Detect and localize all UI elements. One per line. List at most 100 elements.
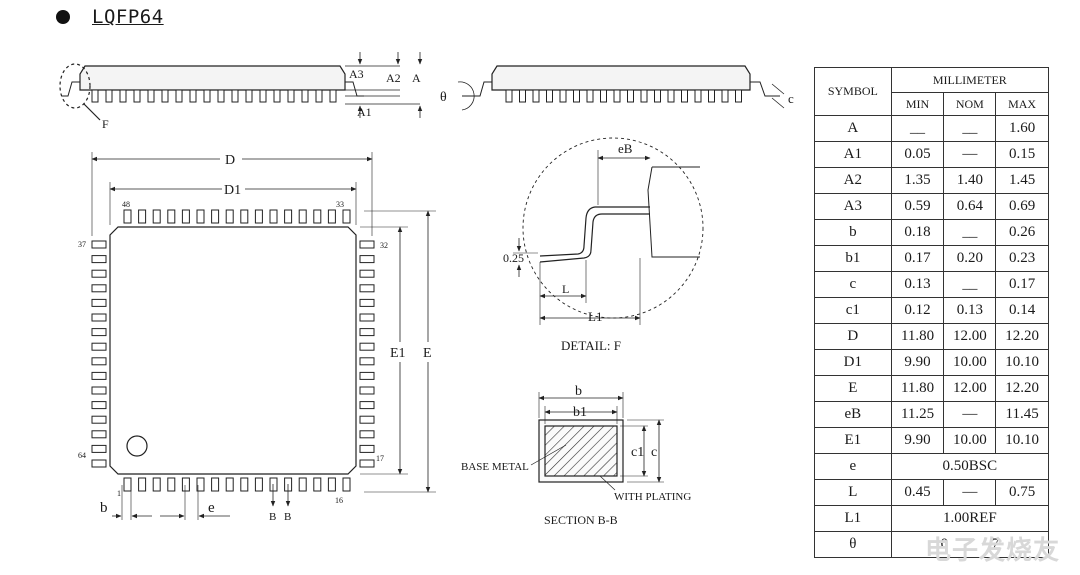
pin-left [91,342,107,351]
symbol-cell: A3 [814,193,892,220]
min-cell: 11.25 [890,401,945,428]
side-lead [119,89,127,103]
pin-left [91,298,107,307]
section-bb-caption: SECTION B-B [544,513,618,527]
nom-cell: — [943,401,997,428]
min-cell: 11.80 [890,323,945,350]
min-header: MIN [890,92,945,116]
pin-top [167,209,176,224]
pin-right [359,240,375,249]
nom-cell: — [943,141,997,168]
label-section-b1: B [269,511,276,523]
pin-right [359,342,375,351]
pin-left [91,415,107,424]
pin-right [359,269,375,278]
max-cell: 10.10 [995,427,1049,454]
pin-bottom [123,477,132,492]
symbol-cell: A [814,115,892,142]
min-cell: 1.35 [890,167,945,194]
pin-right [359,313,375,322]
side-lead [627,89,634,103]
max-cell: 0.23 [995,245,1049,272]
pin-top [269,209,278,224]
side-lead [586,89,594,103]
side-lead [559,89,567,103]
side-lead [133,89,141,103]
label-c1: c1 [631,445,644,460]
pin-left [91,269,107,278]
side-lead [613,89,621,103]
pin-bottom [327,477,336,492]
symbol-cell: e [814,453,892,480]
pin-top [152,209,161,224]
pin-bottom [298,477,307,492]
label-c-side: c [788,91,794,106]
pin-right [359,298,375,307]
gull-wing-lead [345,81,364,97]
side-lead [287,89,295,103]
min-cell: 0.45 [890,479,945,506]
symbol-cell: E [814,375,892,402]
min-cell: 0.12 [890,297,945,324]
side-lead [505,89,513,103]
nom-cell: 10.00 [943,427,997,454]
symbol-cell: b1 [814,245,892,272]
pin-right [359,328,375,337]
pin-bottom [138,477,147,492]
symbol-cell: A1 [814,141,892,168]
min-cell: __ [890,115,945,142]
symbol-cell: E1 [814,427,892,454]
top-view [91,152,436,520]
pin-left [91,401,107,410]
max-cell: 0.15 [995,141,1049,168]
pin-32-label: 32 [380,241,388,250]
side-lead [231,89,239,103]
pin-right [359,430,375,439]
label-d: D [225,153,235,168]
pin-right [359,255,375,264]
side-lead [573,89,580,103]
nom-header: NOM [943,92,997,116]
symbol-cell: D1 [814,349,892,376]
symbol-cell: A2 [814,167,892,194]
pin-left [91,313,107,322]
side-lead [694,89,702,103]
pin-top [284,209,293,224]
pin-17-label: 17 [376,454,384,463]
pin-bottom [269,477,278,492]
side-lead [175,89,183,103]
theta-max: 7 [991,536,1000,552]
label-l: L [562,282,569,296]
label-base-metal: BASE METAL [461,461,529,473]
symbol-cell: D [814,323,892,350]
pin-left [91,284,107,293]
pin-top [181,209,190,224]
pin-top [123,209,132,224]
watermark: 电子发烧友 [925,536,1061,566]
pin-top [138,209,147,224]
symbol-cell: L [814,479,892,506]
max-header: MAX [995,92,1049,116]
nom-cell: 12.00 [943,375,997,402]
label-e1: E1 [390,346,406,361]
min-cell: 0.17 [890,245,945,272]
max-cell: 0.17 [995,271,1049,298]
label-b: b [100,500,108,516]
theta-min: 0 [940,536,949,552]
min-cell: 11.80 [890,375,945,402]
side-lead [600,89,607,103]
pin-bottom [240,477,249,492]
nom-cell: __ [943,271,997,298]
pin-right [359,357,375,366]
label-b-section: b [575,384,582,399]
min-cell: 0.59 [890,193,945,220]
pin-left [91,430,107,439]
pin-left [91,240,107,249]
side-lead [161,89,169,103]
min-cell: 0.18 [890,219,945,246]
